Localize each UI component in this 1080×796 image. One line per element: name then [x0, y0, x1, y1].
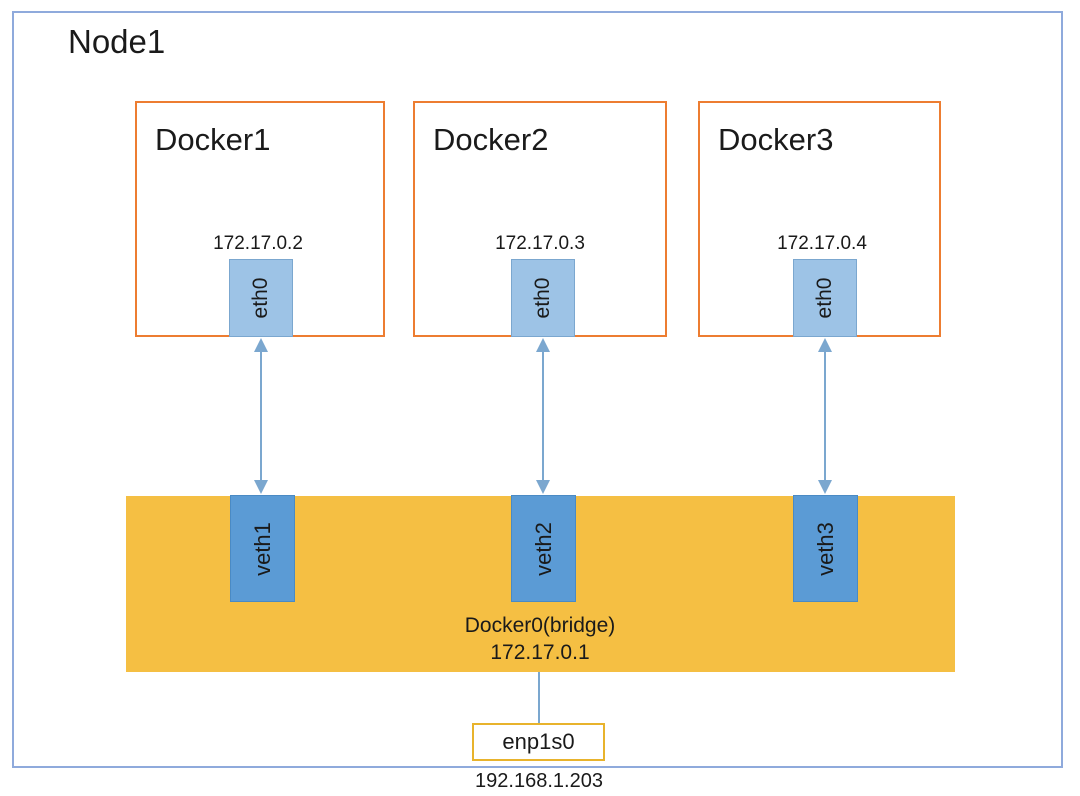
docker1-veth1-connector	[249, 336, 273, 496]
docker2-eth0-port: eth0	[511, 259, 575, 337]
bridge-veth2-port: veth2	[511, 495, 576, 602]
veth1-label: veth1	[249, 521, 275, 576]
bridge-veth3-port: veth3	[793, 495, 858, 602]
veth3-label: veth3	[812, 521, 838, 576]
bridge-veth1-port: veth1	[230, 495, 295, 602]
bridge-to-nic-link	[538, 672, 540, 724]
bridge-name-label: Docker0(bridge)	[464, 614, 616, 637]
host-nic-label: enp1s0	[502, 729, 575, 754]
veth2-label: veth2	[530, 521, 556, 576]
docker1-eth0-label: eth0	[249, 277, 272, 319]
docker2-title: Docker2	[433, 122, 549, 157]
bridge-ip-label: 172.17.0.1	[490, 641, 590, 664]
docker2-ip-label: 172.17.0.3	[495, 233, 585, 254]
docker1-ip-label: 172.17.0.2	[213, 233, 303, 254]
docker1-title: Docker1	[155, 122, 271, 157]
node1-boundary	[12, 11, 1063, 768]
docker3-veth3-connector	[813, 336, 837, 496]
docker3-ip-label: 172.17.0.4	[777, 233, 867, 254]
docker2-veth2-connector	[531, 336, 555, 496]
bridge-label-group: Docker0(bridge) 172.17.0.1	[390, 612, 690, 666]
docker2-eth0-label: eth0	[531, 277, 554, 319]
docker3-eth0-label: eth0	[813, 277, 836, 319]
docker3-title: Docker3	[718, 122, 834, 157]
docker1-eth0-port: eth0	[229, 259, 293, 337]
node1-title: Node1	[68, 23, 166, 60]
host-nic-ip-label: 192.168.1.203	[475, 770, 603, 792]
docker3-eth0-port: eth0	[793, 259, 857, 337]
host-nic-box: enp1s0	[472, 723, 605, 761]
